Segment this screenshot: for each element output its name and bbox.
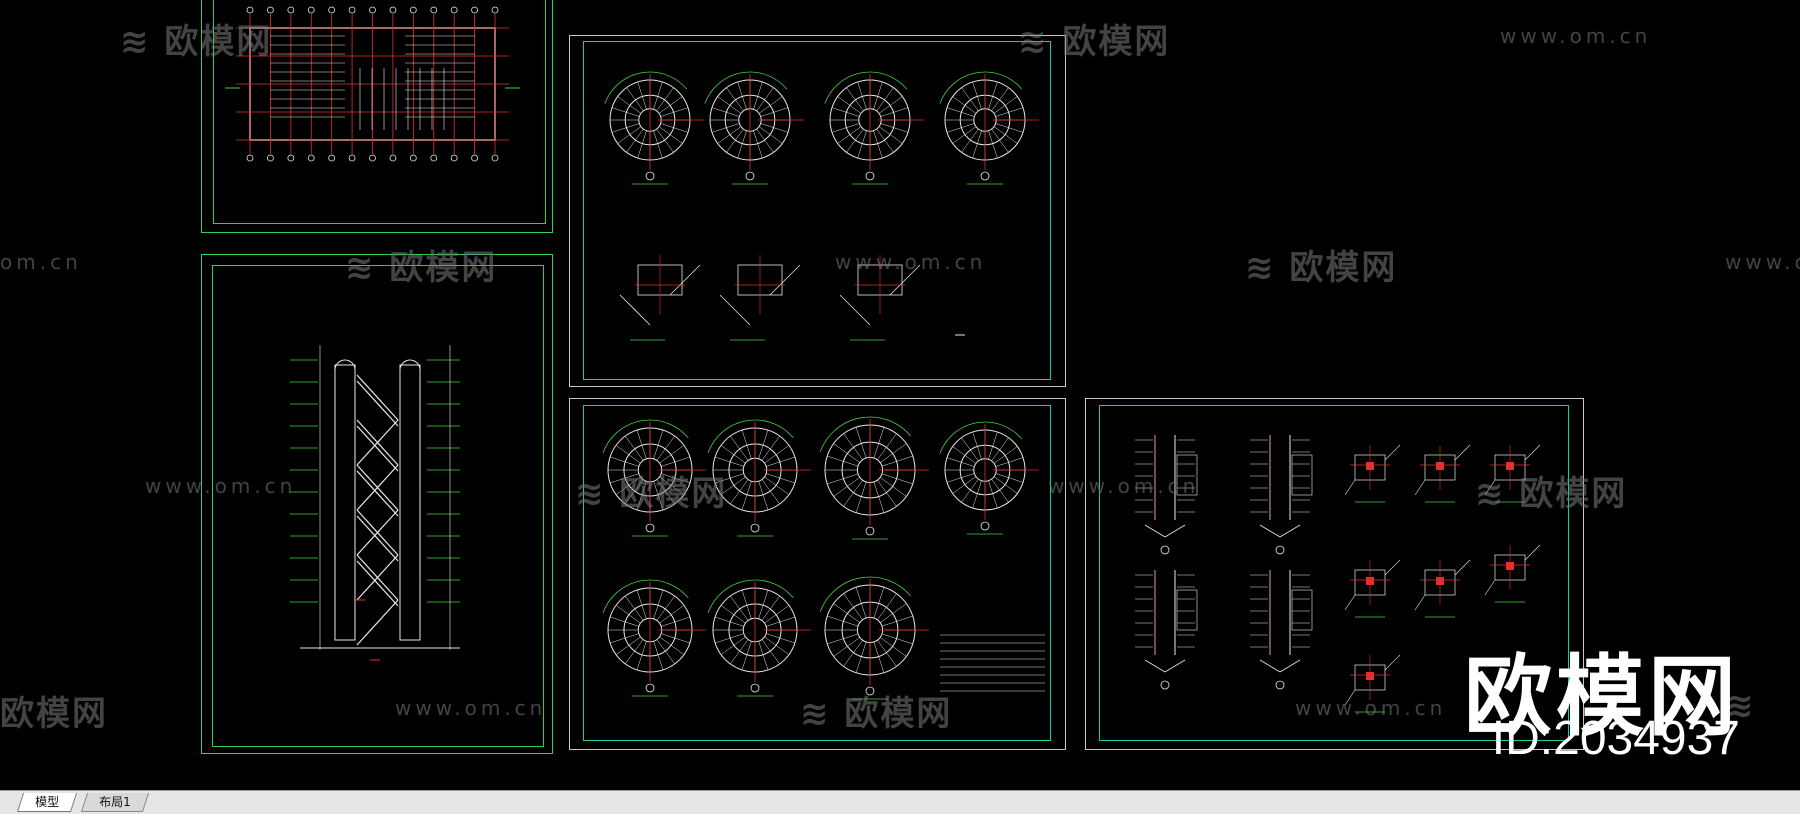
drawing-canvas[interactable]: ≋ 欧模网 ≋ 欧模网 www.om.cn ≋ 欧模网 ≋ 欧模网 om.cn … [0,0,1800,790]
watermark-logo: ≋ 欧模网 [120,22,273,62]
brand-id: ID:2034937 [1491,712,1740,765]
cad-linework [225,6,1541,713]
spiral-stair-sheet-2 [569,398,1066,750]
watermark-url: www.om.cn [1048,474,1200,498]
tab-layout1[interactable]: 布局1 [80,793,149,812]
watermark-url: www.om.cn [835,250,987,274]
watermark-url: om.cn [0,250,82,274]
watermark-url: www.om.cn [1295,696,1447,720]
elevation-inner-frame [212,265,544,747]
watermark-logo: ≋ 欧模网 [1018,22,1171,62]
watermark-logo: 欧模网 [0,694,108,734]
brand-title: 欧模网 [1463,645,1740,748]
layout-tab-bar: 模型 布局1 [0,790,1800,814]
watermark-url: www.om.cn [395,696,547,720]
floor-plan-frame [201,0,553,233]
watermark-logo: ≋ 欧模网 [800,694,953,734]
watermark-logo: ≋ 欧模网 [1245,248,1398,288]
watermark-logo: ≋ 欧模网 [345,248,498,288]
watermark-url: www.om.cn [1725,250,1800,274]
watermark-logo: ≋ [1725,686,1756,726]
watermark-url: www.om.cn [1500,24,1652,48]
elevation-frame [201,254,553,754]
tab-model[interactable]: 模型 [16,793,78,812]
floor-plan-inner-frame [213,0,546,224]
spiral-stair-sheet-1 [569,35,1066,387]
watermark-logo: ≋ 欧模网 [1475,474,1628,514]
watermark-logo: ≋ 欧模网 [575,474,728,514]
detail-sheet [1085,398,1584,750]
watermark-url: www.om.cn [145,474,297,498]
